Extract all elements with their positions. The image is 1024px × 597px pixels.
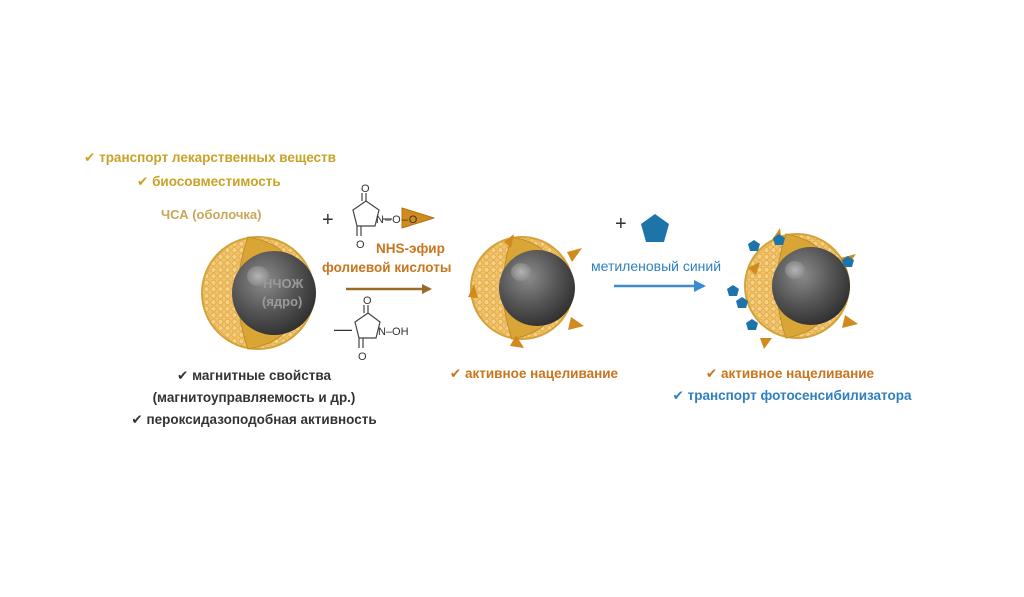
methylene-blue-small-icon xyxy=(748,240,760,251)
nanoparticle-middle xyxy=(468,234,584,348)
label-nhs-ester: NHS-эфир xyxy=(376,241,445,256)
folate-spike-icon xyxy=(748,262,760,275)
folate-spike-icon xyxy=(842,315,858,328)
label-text: магнитные свойства xyxy=(192,368,331,383)
nhs-byproduct-structure xyxy=(354,305,381,348)
nhs-atom-n: N xyxy=(376,214,384,226)
folate-spike-icon xyxy=(510,335,524,348)
check-icon: ✔ xyxy=(177,368,189,384)
label-active-targeting-middle: ✔ активное нацеливание xyxy=(450,366,618,382)
nanoparticle-left xyxy=(201,236,316,350)
methylene-blue-small-icon xyxy=(736,297,748,308)
check-icon: ✔ xyxy=(449,366,462,382)
label-magnetic-detail: (магнитоуправляемость и др.) xyxy=(152,390,356,405)
label-photosensitizer-transport: ✔ транспорт фотосенсибилизатора xyxy=(673,388,912,404)
check-icon: ✔ xyxy=(131,412,143,428)
methylene-blue-small-icon xyxy=(746,319,758,330)
label-drug-transport: ✔ транспорт лекарственных веществ xyxy=(84,150,336,166)
methylene-blue-icon xyxy=(641,214,669,242)
label-folic-acid: фолиевой кислоты xyxy=(322,260,452,275)
minus-sign: — xyxy=(334,319,352,339)
check-icon: ✔ xyxy=(84,150,96,166)
folate-spike-icon xyxy=(760,338,772,349)
nhs-ester-structure xyxy=(352,193,392,236)
folate-spike-icon xyxy=(568,317,584,330)
label-shell: ЧСА (оболочка) xyxy=(161,207,262,222)
label-text: активное нацеливание xyxy=(465,366,619,381)
nanoparticle-right xyxy=(727,228,858,349)
core-highlight xyxy=(247,266,269,286)
check-icon: ✔ xyxy=(672,388,684,404)
nhs-atom-o-bottom: O xyxy=(356,239,365,251)
plus-sign-2: + xyxy=(615,213,627,235)
label-core-name: НЧОЖ xyxy=(263,276,304,291)
methylene-blue-small-icon xyxy=(773,234,785,245)
folate-spike-icon xyxy=(567,248,582,262)
plus-sign-1: + xyxy=(322,209,334,231)
check-icon: ✔ xyxy=(137,174,149,190)
folate-spike-icon xyxy=(468,284,478,298)
label-magnetic-properties: ✔ магнитные свойства xyxy=(177,368,331,384)
byproduct-atom-n: N–OH xyxy=(378,326,409,338)
nhs-atom-o-top: O xyxy=(361,183,370,195)
byproduct-atom-o-bottom: O xyxy=(358,351,367,363)
methylene-blue-small-icon xyxy=(842,256,854,267)
label-text: транспорт лекарственных веществ xyxy=(99,150,336,165)
label-methylene-blue: метиленовый синий xyxy=(591,258,722,274)
nhs-link: –O–O xyxy=(385,214,419,226)
byproduct-atom-o-top: O xyxy=(363,295,372,307)
label-biocompatibility: ✔ биосовместимость xyxy=(137,174,281,190)
folate-ligand-icon xyxy=(401,207,435,229)
label-core-sub: (ядро) xyxy=(262,294,303,309)
folate-spike-icon xyxy=(504,234,514,248)
label-text: биосовместимость xyxy=(152,174,281,189)
check-icon: ✔ xyxy=(705,366,718,382)
label-text: активное нацеливание xyxy=(721,366,875,381)
label-peroxidase: ✔ пероксидазоподобная активность xyxy=(131,412,376,428)
label-active-targeting-right: ✔ активное нацеливание xyxy=(706,366,874,382)
label-text: транспорт фотосенсибилизатора xyxy=(687,388,912,403)
methylene-blue-small-icon xyxy=(727,285,739,296)
core-sphere xyxy=(232,251,316,335)
label-text: пероксидазоподобная активность xyxy=(146,412,377,427)
